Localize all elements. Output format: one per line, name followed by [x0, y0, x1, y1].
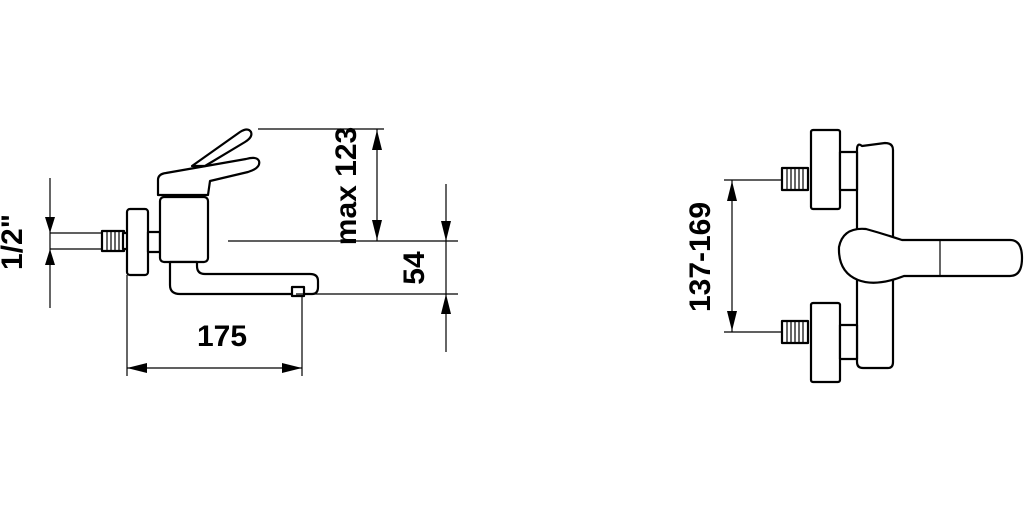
front-dimension-lines — [727, 180, 737, 332]
faucet-front-view — [724, 128, 1024, 384]
side-lever-raised-ghost — [190, 128, 253, 168]
front-lever-handle — [837, 227, 1024, 284]
side-spout — [168, 260, 320, 296]
side-wall-flange — [125, 207, 150, 277]
side-thread-connector — [50, 229, 131, 253]
dim-label-centers: 137-169 — [684, 202, 717, 312]
front-upper-connector — [724, 128, 859, 211]
dim-label-height-max: max 123 — [330, 127, 363, 245]
side-dimension-lines — [45, 128, 458, 376]
dim-label-projection: 175 — [197, 320, 247, 353]
dim-label-thread: 1/2" — [0, 214, 29, 270]
faucet-side-view — [50, 128, 320, 298]
side-lever-handle — [156, 156, 261, 197]
side-mixer-body — [158, 195, 210, 264]
front-lower-connector — [724, 301, 859, 384]
dim-label-spout-height: 54 — [398, 251, 431, 285]
